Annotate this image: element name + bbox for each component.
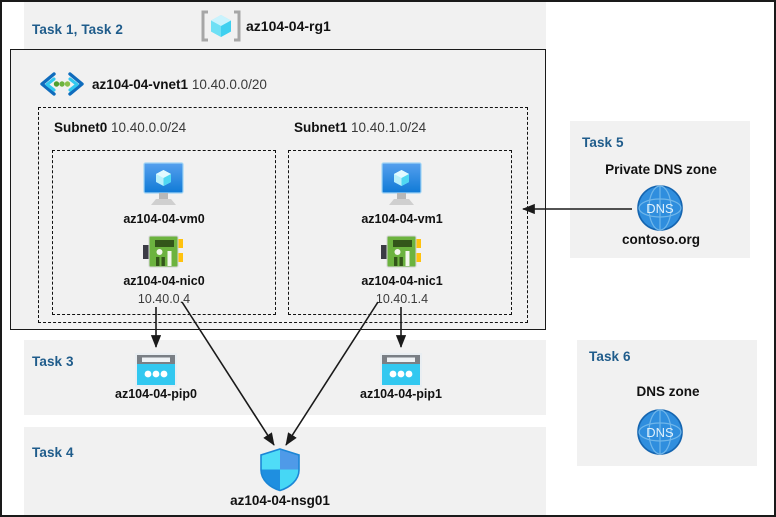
subnet1-title: Subnet1 10.40.1.0/24: [294, 120, 426, 135]
public-ip-panel: [24, 340, 546, 415]
virtual-network-cidr: 10.40.0.0/20: [191, 77, 267, 92]
public-ip-icon: [378, 351, 424, 389]
subnet0-name: Subnet0: [54, 120, 108, 135]
vm1-label: az104-04-vm1: [361, 212, 443, 226]
pip0-label: az104-04-pip0: [115, 387, 197, 401]
virtual-machine-icon: [373, 160, 430, 208]
svg-text:DNS: DNS: [646, 425, 674, 440]
subnets-band: [38, 107, 528, 323]
subnet1-cidr: 10.40.1.0/24: [351, 120, 427, 135]
resource-group-name: az104-04-rg1: [246, 18, 331, 34]
nic0-label: az104-04-nic0: [123, 274, 205, 288]
network-interface-icon: [379, 233, 424, 271]
dns-zone-icon: DNS: [636, 408, 684, 456]
nic1-ip: 10.40.1.4: [375, 292, 429, 306]
dns-zone-icon: DNS: [636, 184, 684, 232]
subnet1-name: Subnet1: [294, 120, 348, 135]
network-security-group-icon: [258, 447, 302, 492]
private-dns-name: contoso.org: [622, 232, 700, 247]
resource-group-icon: [201, 10, 241, 42]
pip1-label: az104-04-pip1: [360, 387, 442, 401]
network-interface-icon: [141, 233, 186, 271]
task-label-3: Task 3: [32, 354, 74, 369]
public-ip-icon: [133, 351, 179, 389]
subnet0-resources-box: [52, 150, 276, 315]
task-label-5: Task 5: [582, 135, 624, 150]
task-label-1-2: Task 1, Task 2: [32, 22, 123, 37]
virtual-machine-icon: [135, 160, 192, 208]
subnet0-title: Subnet0 10.40.0.0/24: [54, 120, 186, 135]
private-dns-heading: Private DNS zone: [605, 162, 717, 177]
subnet1-resources-box: [288, 150, 512, 315]
subnet0-cidr: 10.40.0.0/24: [111, 120, 187, 135]
public-dns-heading: DNS zone: [636, 384, 700, 399]
virtual-network-title: az104-04-vnet1 10.40.0.0/20: [92, 77, 267, 92]
virtual-network-name: az104-04-vnet1: [92, 77, 189, 92]
vm0-label: az104-04-vm0: [123, 212, 205, 226]
nic0-ip: 10.40.0.4: [137, 292, 191, 306]
nsg-label: az104-04-nsg01: [230, 493, 330, 508]
virtual-network-container: [10, 49, 546, 330]
task-label-6: Task 6: [589, 349, 631, 364]
resource-group-panel: [24, 2, 546, 49]
virtual-network-icon: [38, 72, 86, 96]
nic1-label: az104-04-nic1: [361, 274, 443, 288]
svg-text:DNS: DNS: [646, 201, 674, 216]
task-label-4: Task 4: [32, 445, 74, 460]
